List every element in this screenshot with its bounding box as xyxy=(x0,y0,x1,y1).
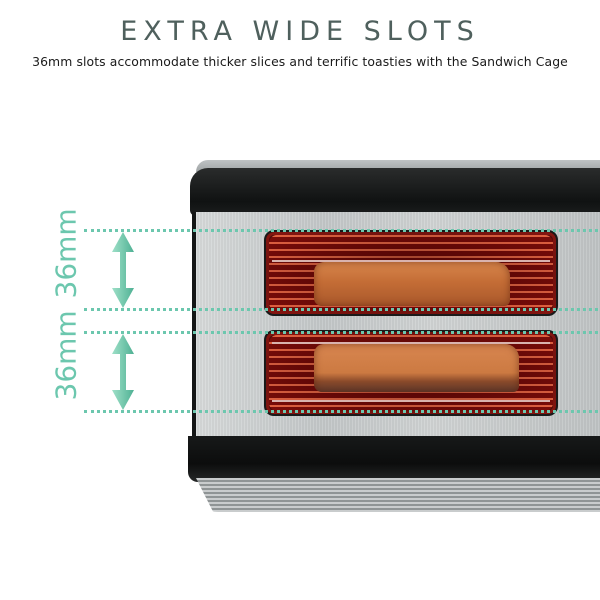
page-subtitle: 36mm slots accommodate thicker slices an… xyxy=(32,54,568,69)
toaster-slot-top xyxy=(264,230,558,316)
cage-rail xyxy=(272,260,550,262)
toaster-slot-bottom xyxy=(264,330,558,416)
guide-line-bottom-1 xyxy=(84,331,600,334)
toaster-base xyxy=(196,478,600,512)
double-arrow-icon xyxy=(112,334,134,410)
double-arrow-icon xyxy=(112,232,134,308)
cage-rail xyxy=(272,400,550,402)
page-title: EXTRA WIDE SLOTS xyxy=(120,16,480,47)
measure-label-bottom: 36mm xyxy=(49,310,83,401)
guide-line-bottom-2 xyxy=(84,410,600,413)
toaster-top-band xyxy=(190,168,600,216)
toaster-bottom-band xyxy=(188,436,600,482)
measure-label-top: 36mm xyxy=(49,208,83,299)
cage-rail xyxy=(272,342,550,344)
toast-slice xyxy=(314,262,510,306)
toaster-image xyxy=(188,160,600,512)
guide-line-top-2 xyxy=(84,308,600,311)
guide-line-top-1 xyxy=(84,229,600,232)
toast-slice xyxy=(314,344,519,392)
